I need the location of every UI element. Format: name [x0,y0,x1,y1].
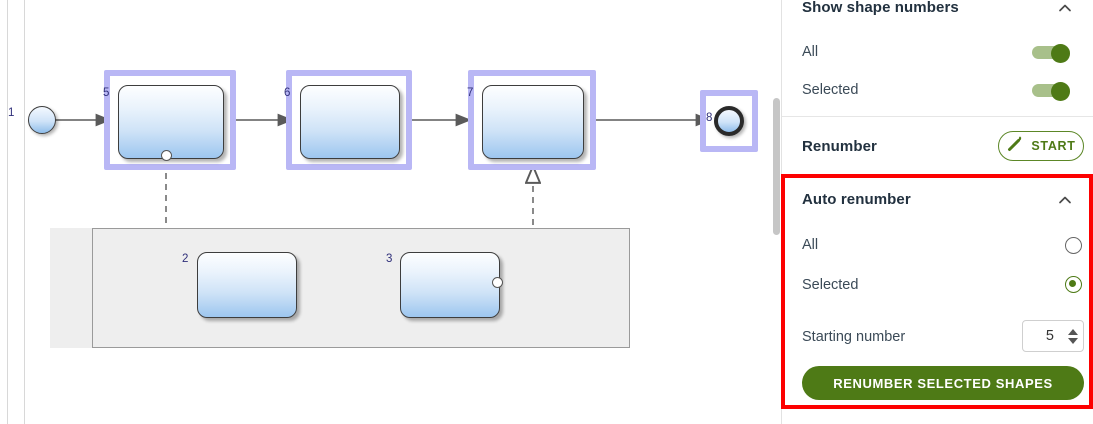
pool-left-border-inner [24,0,25,424]
task-shape-5[interactable] [118,85,224,159]
label-show-selected: Selected [802,82,859,98]
label-auto-selected: Selected [802,277,859,293]
stepper-down-icon[interactable] [1068,337,1078,344]
task-shape-3[interactable] [400,252,500,318]
boundary-event-task-5[interactable] [161,150,172,161]
start-event-number: 1 [8,107,15,119]
chevron-up-icon-auto-renumber[interactable] [1057,192,1073,208]
task-shape-6[interactable] [300,85,400,159]
chevron-up-icon-show-shape-numbers[interactable] [1057,0,1073,16]
stepper-arrows[interactable] [1063,321,1083,351]
task-shape-7[interactable] [482,85,584,159]
boundary-event-task-3[interactable] [492,277,503,288]
task-number-5: 5 [103,87,110,99]
label-starting-number: Starting number [802,329,906,345]
connector-layer [50,113,712,424]
section-title-show-shape-numbers: Show shape numbers [802,0,959,16]
toggle-knob [1051,44,1070,63]
renumber-selected-shapes-button[interactable]: RENUMBER SELECTED SHAPES [802,366,1084,400]
toggle-show-selected[interactable] [1032,82,1070,101]
section-title-renumber: Renumber [802,138,877,155]
panel-scrollbar-thumb[interactable] [773,98,780,235]
start-renumber-button[interactable]: START [998,131,1084,161]
subprocess-pool[interactable] [50,228,630,348]
label-auto-all: All [802,237,819,253]
radio-auto-all[interactable] [1065,237,1082,254]
task-number-6: 6 [284,87,291,99]
toggle-knob [1051,82,1070,101]
section-title-auto-renumber: Auto renumber [802,191,911,208]
start-event[interactable] [28,106,56,134]
divider-1 [782,116,1093,117]
starting-number-stepper[interactable]: 5 [1022,320,1084,352]
diagram-canvas[interactable]: 1 5 6 7 8 2 3 [0,0,772,424]
pool-left-border-outer [7,0,8,424]
properties-panel: Show shape numbers All Selected Renumber [781,0,1093,424]
task-number-7: 7 [467,87,474,99]
label-show-all: All [802,44,819,60]
start-renumber-label: START [1031,139,1076,153]
task-shape-2[interactable] [197,252,297,318]
task-number-3: 3 [386,253,393,265]
starting-number-value[interactable]: 5 [1045,328,1054,344]
toggle-show-all[interactable] [1032,44,1070,63]
end-event-number: 8 [706,112,713,124]
pool-header-lane [50,228,93,348]
radio-auto-selected[interactable] [1065,276,1082,293]
magic-wand-icon [1006,135,1024,158]
end-event[interactable] [714,106,744,136]
stepper-up-icon[interactable] [1068,328,1078,335]
task-number-2: 2 [182,253,189,265]
